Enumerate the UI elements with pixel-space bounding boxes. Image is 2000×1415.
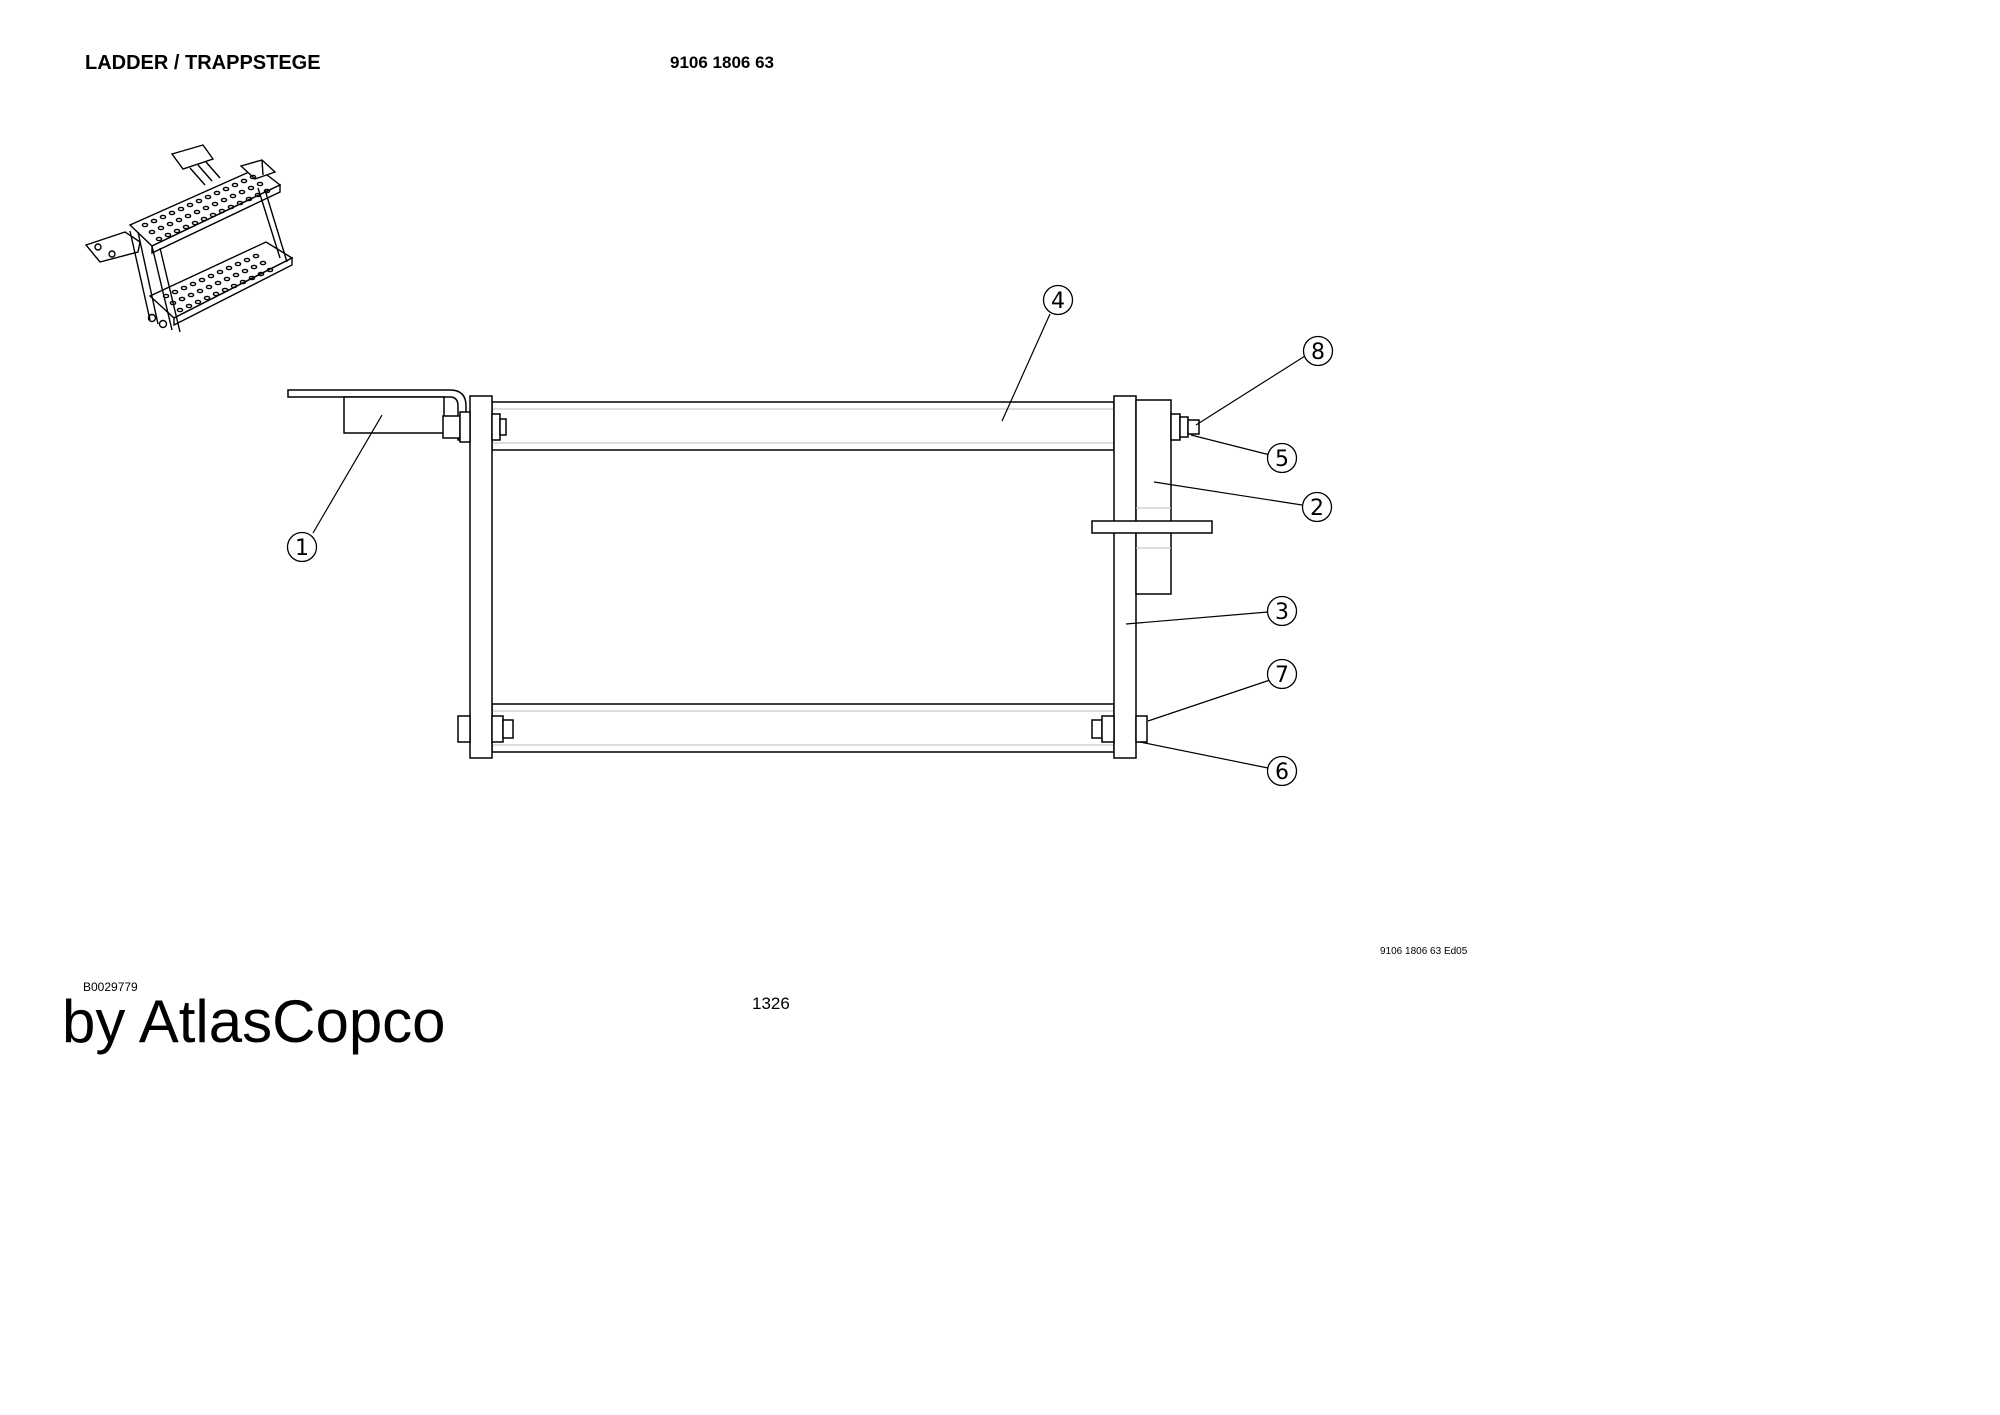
balloon-7: 7 xyxy=(1266,658,1298,690)
ladder-main-view xyxy=(287,389,1213,759)
left-bracket xyxy=(287,389,467,441)
brand-watermark: by AtlasCopco xyxy=(62,988,446,1055)
page-number: 1326 xyxy=(752,994,790,1013)
part-number: 9106 1806 63 xyxy=(670,53,774,72)
balloon-8-label: 8 xyxy=(1311,340,1325,365)
top-left-bolt xyxy=(442,411,507,443)
balloon-3-label: 3 xyxy=(1275,600,1289,625)
ladder-isometric-thumbnail xyxy=(84,144,294,333)
balloon-5-label: 5 xyxy=(1275,447,1289,472)
right-bracket-plate xyxy=(1091,399,1213,595)
left-side-rail xyxy=(469,395,493,759)
balloon-1: 1 xyxy=(286,531,318,563)
balloon-6: 6 xyxy=(1266,755,1298,787)
upper-step-holes xyxy=(141,174,271,242)
ladder-technical-drawing: 1 2 3 4 5 6 7 8 xyxy=(84,144,1334,787)
balloon-4-label: 4 xyxy=(1051,289,1065,314)
bottom-left-bolt xyxy=(457,715,514,743)
drawing-id: B0029779 xyxy=(83,980,138,994)
balloon-3: 3 xyxy=(1266,595,1298,627)
balloon-6-label: 6 xyxy=(1275,760,1289,785)
drawing-title: LADDER / TRAPPSTEGE xyxy=(85,52,321,74)
upper-step xyxy=(491,401,1115,451)
balloon-1-label: 1 xyxy=(295,536,309,561)
lower-step xyxy=(491,703,1115,753)
right-side-rail xyxy=(1113,395,1137,759)
balloon-2-label: 2 xyxy=(1310,496,1324,521)
bottom-right-bolt xyxy=(1091,715,1148,743)
balloon-8: 8 xyxy=(1302,335,1334,367)
balloon-4: 4 xyxy=(1042,284,1074,316)
balloon-5: 5 xyxy=(1266,442,1298,474)
leader-lines xyxy=(312,313,1306,769)
lower-step-holes xyxy=(162,253,274,313)
balloon-2: 2 xyxy=(1301,491,1333,523)
top-right-bolt xyxy=(1170,413,1200,441)
edition-label: 9106 1806 63 Ed05 xyxy=(1380,946,1468,957)
balloon-7-label: 7 xyxy=(1275,663,1289,688)
